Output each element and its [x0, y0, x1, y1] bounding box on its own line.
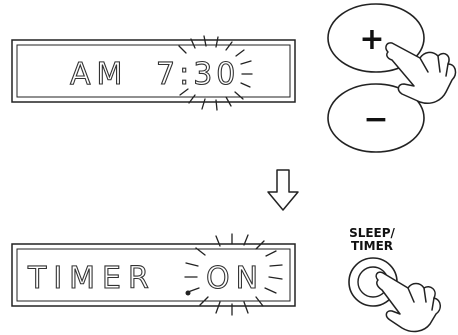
step1-display-right-text: 7:30: [156, 57, 239, 92]
down-arrow-icon: [267, 169, 299, 211]
step1-lcd-display: AM 7:30: [11, 35, 296, 111]
step1-display-left-text: AM: [70, 57, 128, 92]
minus-button[interactable]: −: [327, 83, 425, 153]
sleep-timer-label-line1: SLEEP/: [349, 226, 395, 240]
blink-rays-icon: [184, 233, 283, 316]
minus-button-label: −: [363, 102, 388, 137]
blink-rays-icon: [178, 35, 253, 111]
pointing-hand-icon: [385, 42, 457, 104]
sleep-timer-label-line2: TIMER: [351, 239, 393, 253]
step2-display-left-text: TIMER: [27, 261, 156, 296]
step2-lcd-display: TIMER ON: [11, 233, 296, 316]
pointing-hand-icon: [375, 271, 441, 333]
step2-display-right-text: ON: [206, 261, 264, 296]
plus-button-label: +: [359, 22, 384, 57]
